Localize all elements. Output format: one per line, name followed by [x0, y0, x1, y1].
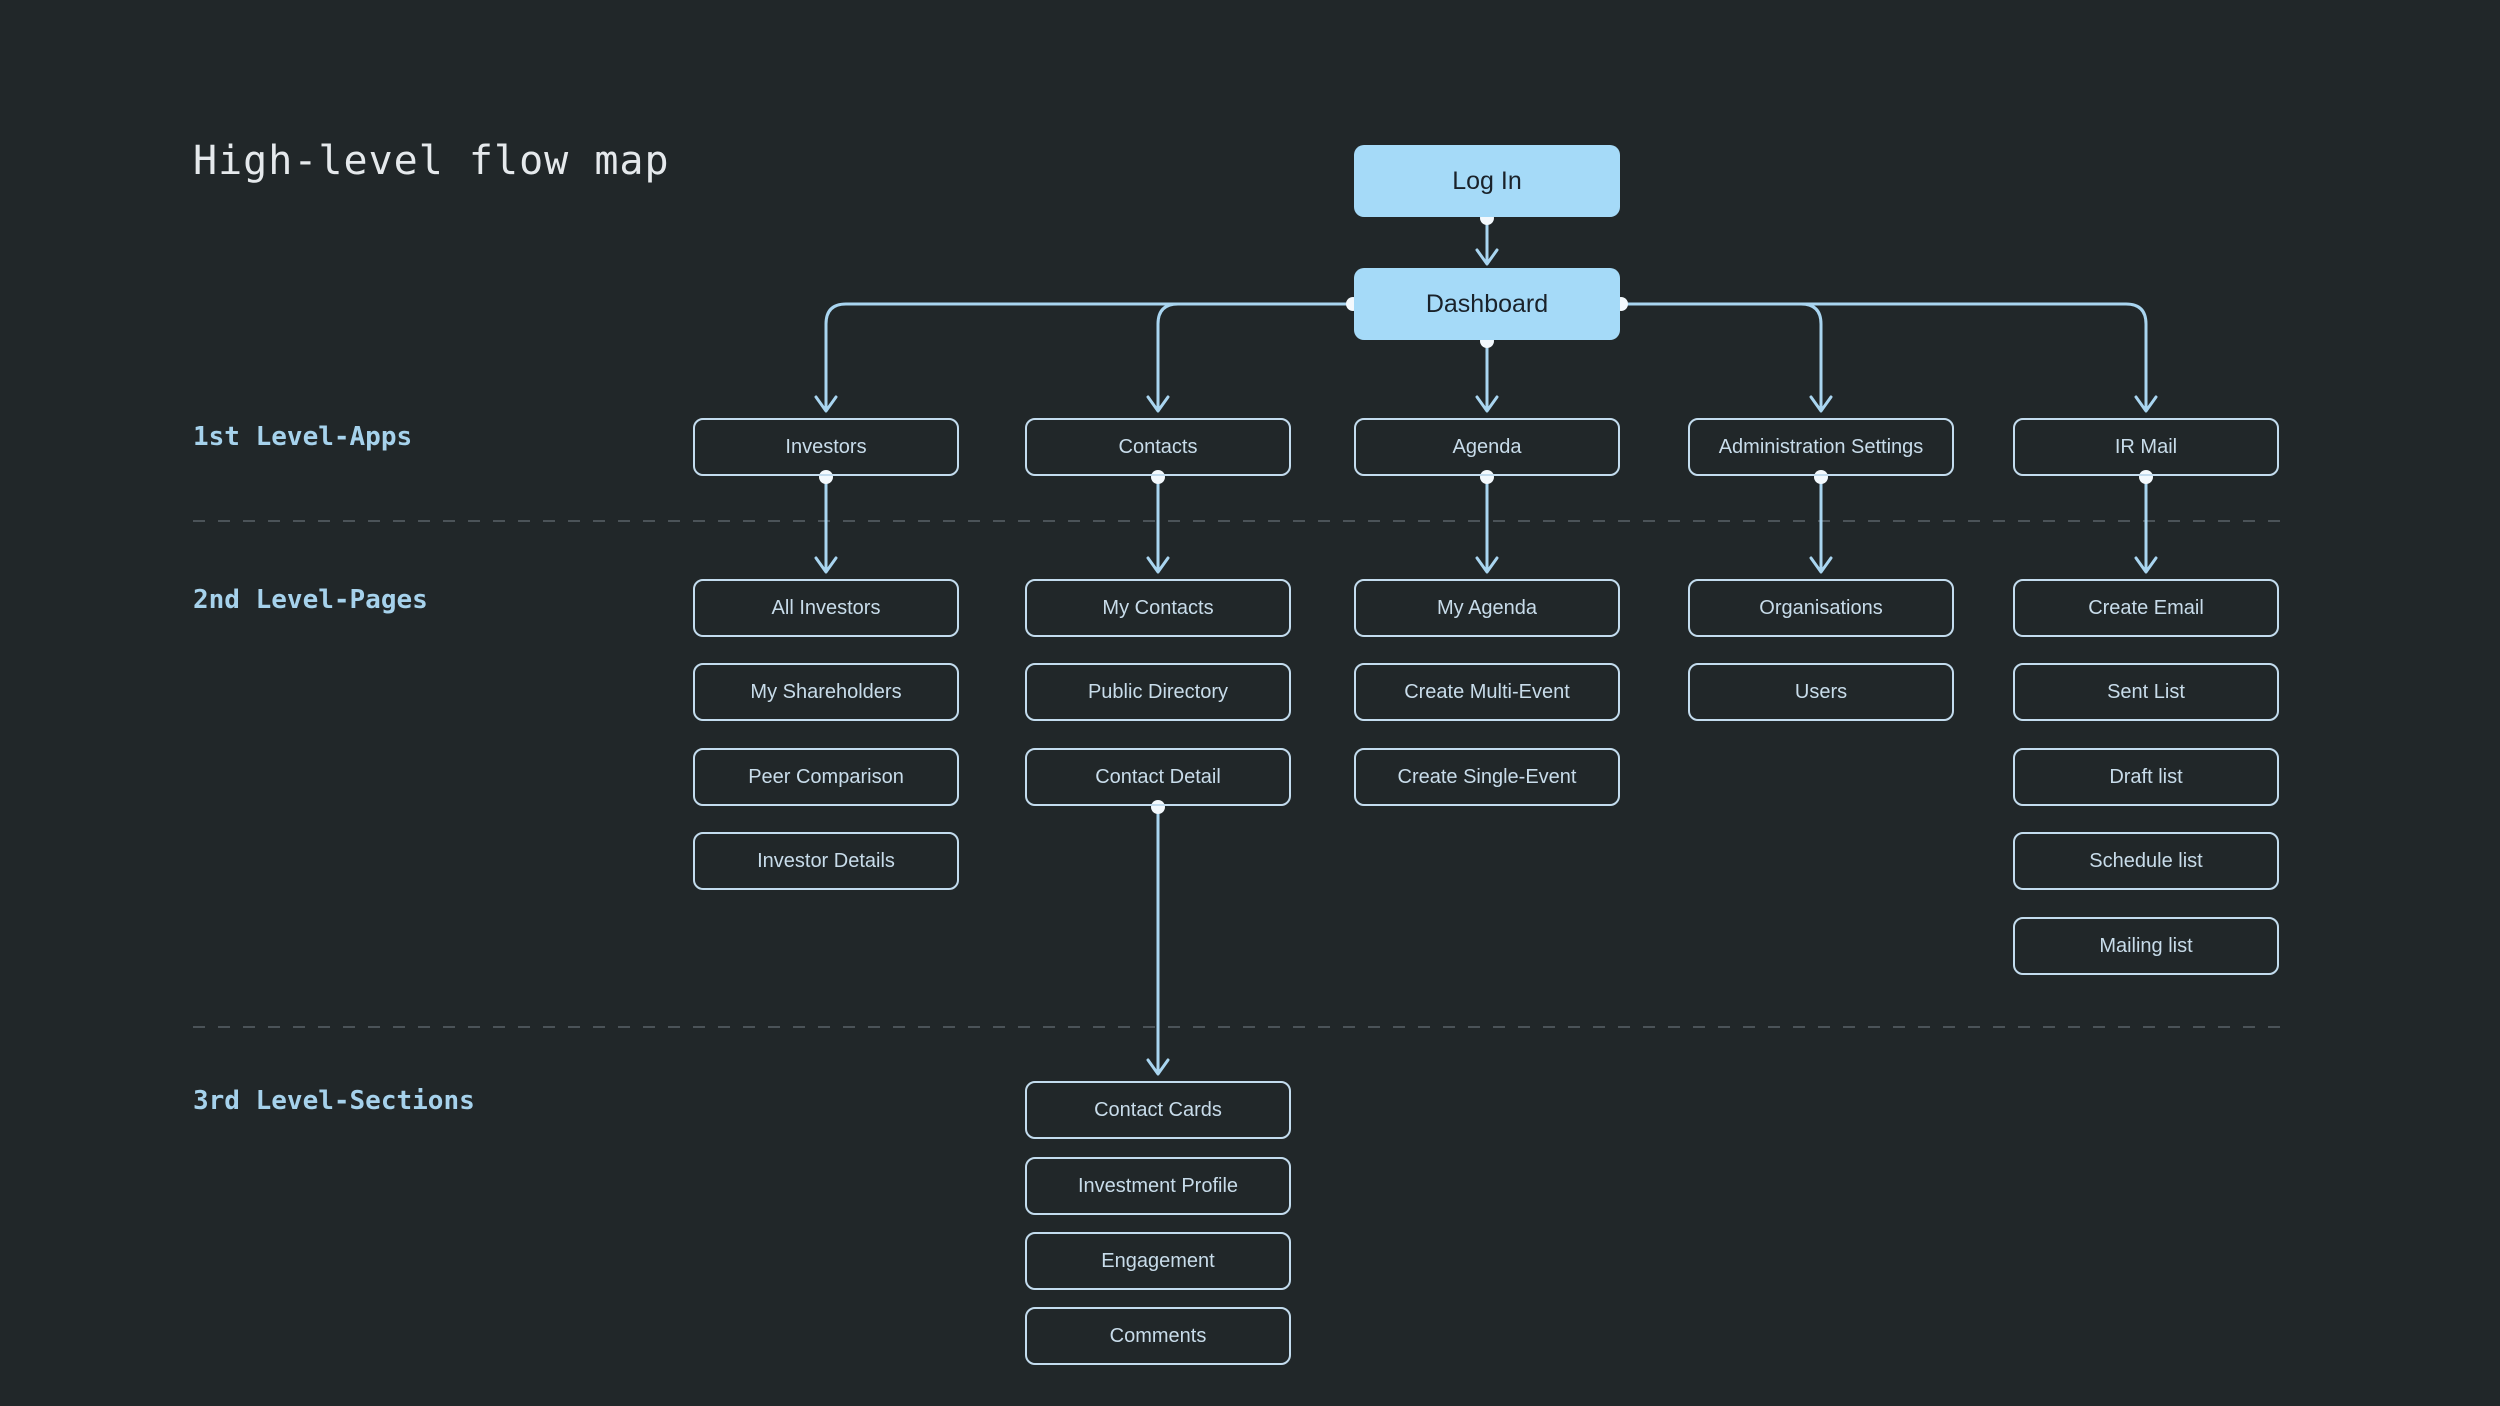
node-contact-detail[interactable]: Contact Detail — [1025, 748, 1291, 806]
arrowhead-icon — [1475, 395, 1499, 413]
node-sent-list[interactable]: Sent List — [2013, 663, 2279, 721]
arrowhead-icon — [1809, 395, 1833, 413]
node-public-directory[interactable]: Public Directory — [1025, 663, 1291, 721]
arrowhead-icon — [1146, 556, 1170, 574]
node-organisations[interactable]: Organisations — [1688, 579, 1954, 637]
node-schedule-list[interactable]: Schedule list — [2013, 832, 2279, 890]
level-label-2nd-pages: 2nd Level-Pages — [193, 585, 428, 615]
node-investment-profile[interactable]: Investment Profile — [1025, 1157, 1291, 1215]
node-comments[interactable]: Comments — [1025, 1307, 1291, 1365]
arrowhead-icon — [814, 556, 838, 574]
arrowhead-icon — [2134, 395, 2158, 413]
arrowhead-icon — [1475, 248, 1499, 266]
node-my-contacts[interactable]: My Contacts — [1025, 579, 1291, 637]
arrowhead-icon — [1809, 556, 1833, 574]
connector-lines — [814, 216, 2158, 1076]
node-users[interactable]: Users — [1688, 663, 1954, 721]
arrowhead-icon — [1146, 395, 1170, 413]
node-create-email[interactable]: Create Email — [2013, 579, 2279, 637]
node-create-multi-event[interactable]: Create Multi-Event — [1354, 663, 1620, 721]
node-create-single-event[interactable]: Create Single-Event — [1354, 748, 1620, 806]
arrowhead-icon — [814, 395, 838, 413]
node-contacts[interactable]: Contacts — [1025, 418, 1291, 476]
node-engagement[interactable]: Engagement — [1025, 1232, 1291, 1290]
node-mailing-list[interactable]: Mailing list — [2013, 917, 2279, 975]
arrowhead-icon — [1475, 556, 1499, 574]
arrowhead-icon — [2134, 556, 2158, 574]
node-investors[interactable]: Investors — [693, 418, 959, 476]
node-contact-cards[interactable]: Contact Cards — [1025, 1081, 1291, 1139]
node-all-investors[interactable]: All Investors — [693, 579, 959, 637]
level-label-1st-apps: 1st Level-Apps — [193, 422, 413, 452]
node-administration-settings[interactable]: Administration Settings — [1688, 418, 1954, 476]
level-label-3rd-sections: 3rd Level-Sections — [193, 1086, 475, 1116]
node-ir-mail[interactable]: IR Mail — [2013, 418, 2279, 476]
node-dashboard[interactable]: Dashboard — [1354, 268, 1620, 340]
arrowhead-icon — [1146, 1058, 1170, 1076]
node-peer-comparison[interactable]: Peer Comparison — [693, 748, 959, 806]
node-agenda[interactable]: Agenda — [1354, 418, 1620, 476]
node-log-in[interactable]: Log In — [1354, 145, 1620, 217]
node-investor-details[interactable]: Investor Details — [693, 832, 959, 890]
node-my-shareholders[interactable]: My Shareholders — [693, 663, 959, 721]
page-title: High-level flow map — [193, 138, 670, 184]
node-my-agenda[interactable]: My Agenda — [1354, 579, 1620, 637]
node-draft-list[interactable]: Draft list — [2013, 748, 2279, 806]
